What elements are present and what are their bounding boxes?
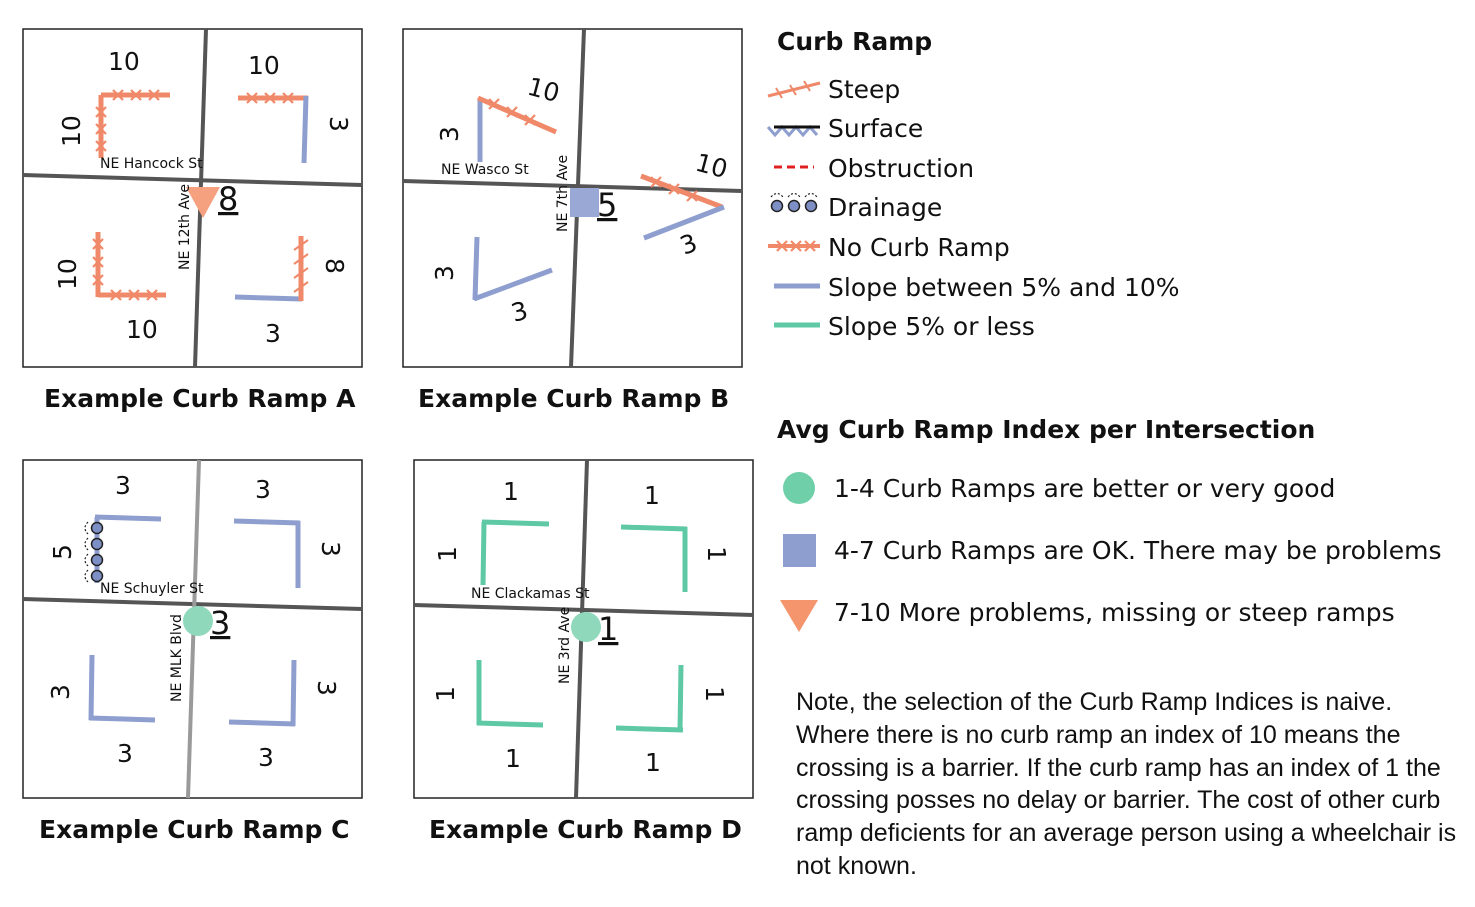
- panel-d-street-vertical: NE 3rd Ave: [557, 607, 573, 684]
- panel-a-street-horizontal: NE Hancock St: [100, 156, 203, 172]
- panel-b-road-horizontal: [402, 179, 743, 193]
- panel-c-index-bl-bottom: 3: [117, 739, 133, 768]
- panel-c-title: Example Curb Ramp C: [39, 815, 349, 844]
- panel-d-index-tl-side: 1: [433, 546, 462, 562]
- panel-d-center-marker: [571, 612, 601, 642]
- panel-d-index-bl-bottom: 1: [505, 744, 521, 773]
- panel-d-tr-ramp: [620, 524, 688, 592]
- legend-item-drainage: Drainage: [828, 193, 942, 222]
- panel-c-center-marker: [183, 606, 213, 636]
- legend-item-slope-5-less: Slope 5% or less: [828, 312, 1035, 341]
- panel-a-tl-ramp: [94, 88, 170, 158]
- panel-c-index-tr-top: 3: [255, 475, 271, 504]
- panel-a-center-marker: [186, 187, 220, 218]
- panel-b-bl-ramp: [472, 236, 553, 302]
- curb-ramp-legend: Curb Ramp Steep Surface Obstruction Drai…: [766, 27, 1180, 341]
- panel-b-street-horizontal: NE Wasco St: [441, 162, 529, 178]
- panel-a-br-ramp: [234, 236, 309, 302]
- panel-d-index-tr-side: 1: [702, 546, 731, 562]
- panel-a-center-index: 8: [218, 180, 238, 218]
- panel-c-street-vertical: NE MLK Blvd: [169, 614, 185, 702]
- steep-swatch: [767, 80, 821, 99]
- panel-c-bl-ramp: [88, 654, 156, 723]
- index-legend-heading: Avg Curb Ramp Index per Intersection: [777, 415, 1315, 444]
- panel-c-index-tl-side: 5: [48, 544, 77, 560]
- panel-d-index-br-side: 1: [700, 686, 729, 702]
- panel-a-street-vertical: NE 12th Ave: [177, 184, 193, 270]
- index-legend: Avg Curb Ramp Index per Intersection 1-4…: [777, 415, 1441, 632]
- legend-item-surface: Surface: [828, 114, 923, 143]
- panel-c-index-tr-side: 3: [316, 541, 345, 557]
- panel-c-center-index: 3: [210, 604, 230, 642]
- panel-c-tr-ramp: [233, 518, 301, 588]
- good-circle-icon: [783, 472, 815, 504]
- panel-a-index-tr-top: 10: [248, 51, 280, 80]
- panel-a-index-tl-top: 10: [108, 47, 140, 76]
- panel-d: 1 NE Clackamas St NE 3rd Ave 1 1 1 1 1 1…: [413, 459, 754, 844]
- panel-a-index-br-side: 8: [320, 258, 349, 274]
- index-note: Note, the selection of the Curb Ramp Ind…: [796, 688, 1457, 880]
- panel-d-index-br-bottom: 1: [645, 748, 661, 777]
- panel-a-tr-ramp: [238, 91, 309, 164]
- legend-item-no-curb-ramp: No Curb Ramp: [828, 233, 1010, 262]
- panel-a: 8 NE Hancock St NE 12th Ave 10 10 10 3 1…: [22, 28, 363, 413]
- panel-c-index-bl-side: 3: [46, 684, 75, 700]
- panel-b-center-index: 5: [597, 186, 617, 224]
- panel-d-index-bl-side: 1: [431, 686, 460, 702]
- panel-a-index-tl-side: 10: [57, 115, 86, 147]
- panel-a-index-tr-side: 3: [324, 116, 353, 132]
- panel-a-title: Example Curb Ramp A: [44, 384, 356, 413]
- legend-item-slope-5-10: Slope between 5% and 10%: [828, 273, 1180, 302]
- legend-item-obstruction: Obstruction: [828, 154, 974, 183]
- panel-a-index-bl-bottom: 10: [126, 315, 158, 344]
- panel-b-index-tl-side: 3: [435, 126, 464, 142]
- problems-triangle-icon: [780, 600, 818, 632]
- panel-d-street-horizontal: NE Clackamas St: [471, 586, 590, 602]
- ok-square-icon: [783, 534, 816, 567]
- no-curb-ramp-swatch: [768, 239, 820, 253]
- surface-swatch: [766, 124, 820, 138]
- panel-b: 5 NE Wasco St NE 7th Ave 10 3 10 3 3 3 E…: [402, 28, 743, 413]
- panel-c-index-br-side: 3: [312, 680, 341, 696]
- panel-c-br-ramp: [228, 659, 297, 727]
- panel-a-index-br-bottom: 3: [265, 319, 281, 348]
- panel-b-tr-ramp: [640, 173, 725, 241]
- panel-c-street-horizontal: NE Schuyler St: [100, 581, 204, 597]
- panel-a-road-horizontal: [22, 173, 363, 187]
- panel-b-index-bl-side: 3: [430, 265, 459, 281]
- index-legend-good: 1-4 Curb Ramps are better or very good: [834, 474, 1335, 503]
- panel-d-center-index: 1: [598, 610, 618, 648]
- curb-ramp-legend-heading: Curb Ramp: [777, 27, 932, 56]
- panel-c-index-br-bottom: 3: [258, 743, 274, 772]
- panel-d-br-ramp: [615, 664, 684, 733]
- panel-d-tl-ramp: [480, 519, 550, 586]
- panel-d-index-tl-top: 1: [503, 477, 519, 506]
- panel-b-index-bl-bottom: 3: [508, 296, 531, 328]
- panel-c-index-tl-top: 3: [115, 471, 131, 500]
- panel-c-tl-ramp: [84, 514, 162, 583]
- panel-b-center-marker: [570, 188, 599, 217]
- panel-a-index-bl-side: 10: [53, 258, 82, 290]
- panel-b-tl-ramp: [477, 95, 557, 162]
- index-legend-ok: 4-7 Curb Ramps are OK. There may be prob…: [834, 536, 1441, 565]
- panel-d-title: Example Curb Ramp D: [429, 815, 742, 844]
- panel-c: 3 NE Schuyler St NE MLK Blvd 3 5 3 3 3 3…: [22, 459, 363, 844]
- panel-d-bl-ramp: [476, 660, 544, 728]
- index-legend-problems: 7-10 More problems, missing or steep ram…: [834, 598, 1395, 627]
- panel-b-street-vertical: NE 7th Ave: [555, 155, 571, 232]
- panel-d-index-tr-top: 1: [644, 481, 660, 510]
- panel-a-bl-ramp: [91, 232, 166, 302]
- drainage-swatch: [770, 192, 818, 213]
- legend-item-steep: Steep: [828, 75, 900, 104]
- panel-b-title: Example Curb Ramp B: [418, 384, 729, 413]
